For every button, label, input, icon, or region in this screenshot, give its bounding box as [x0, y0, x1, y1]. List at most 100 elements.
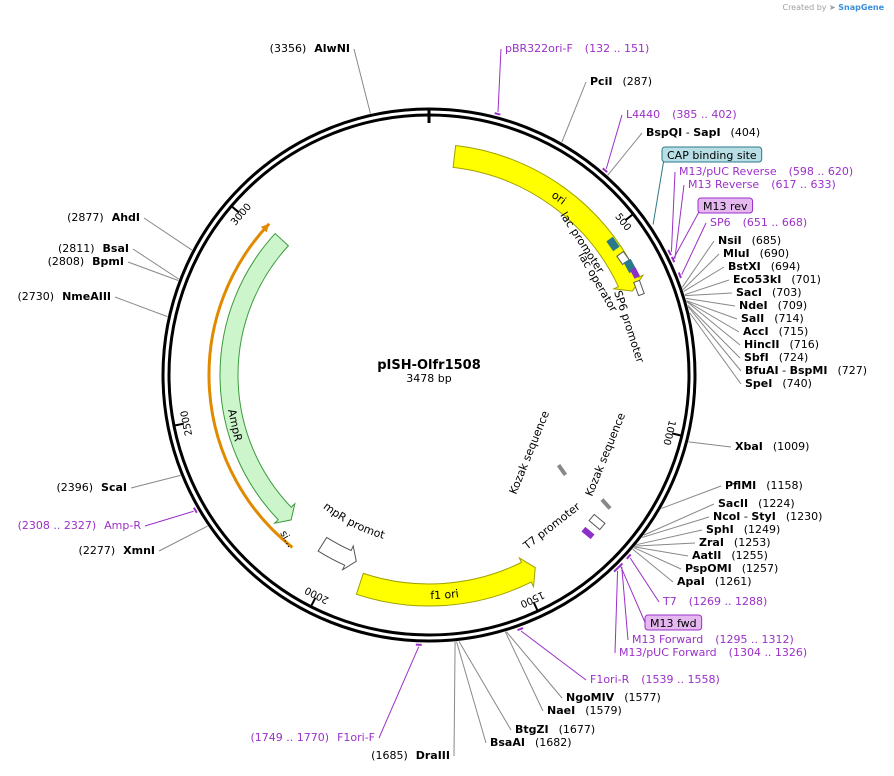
tick-label: 2500: [179, 409, 195, 436]
site-leader: [682, 253, 720, 290]
box-label: M13 rev: [703, 200, 748, 213]
site-position: (1224): [758, 497, 795, 510]
site-label: HincII(716): [744, 338, 819, 351]
primer-name: M13 Forward: [632, 633, 703, 646]
primer-label: M13 Reverse(617 .. 633): [688, 178, 836, 191]
site-leader: [353, 48, 371, 114]
primer-label: F1ori-R (1539 .. 1558): [590, 673, 720, 686]
site-name: SacI: [736, 286, 762, 299]
site-name: NdeI: [739, 299, 768, 312]
site-position: (2730): [18, 290, 55, 303]
site-label: PciI(287): [590, 75, 652, 88]
site-label: (3356) AlwNI: [270, 42, 350, 55]
primer-leader: [629, 557, 660, 603]
primer-range: (1539 .. 1558): [641, 673, 720, 686]
primer-bracket: [677, 272, 682, 279]
site-name: AlwNI: [314, 42, 350, 55]
kozak-glyph-1: [556, 463, 568, 477]
site-name: NgoMIV: [566, 691, 615, 704]
site-leader: [641, 516, 710, 538]
site-leader: [127, 261, 179, 281]
f1-ori-label: f1 ori: [430, 587, 459, 602]
orf-arc: [207, 222, 294, 549]
site-name: PspOMI: [685, 562, 732, 575]
primer-range: (1295 .. 1312): [715, 633, 794, 646]
ampr-promoter-label-text: AmpR promoter: [0, 0, 387, 542]
primer-leader: [614, 571, 619, 654]
tick-label: 1000: [660, 419, 677, 446]
site-name: BtgZI: [515, 723, 549, 736]
primer-leader: [520, 630, 587, 681]
site-label: SacI (703): [736, 286, 802, 299]
site-leader: [607, 132, 643, 176]
site-position: (2808): [48, 255, 85, 268]
t7-promoter-label: T7 promoter: [520, 500, 583, 553]
site-label: NcoI - StyI(1230): [713, 510, 822, 523]
site-position: (1261): [715, 575, 752, 588]
primer-range: (1749 .. 1770): [251, 731, 330, 744]
site-position: (2811): [58, 242, 95, 255]
site-position: (3356): [270, 42, 307, 55]
site-name: BspQI: [646, 126, 682, 139]
orf-arrowhead: [260, 223, 270, 233]
primer-bracket: [193, 507, 198, 514]
site-label: (2808)BpmI: [48, 255, 124, 268]
site-label: PspOMI(1257): [685, 562, 778, 575]
site-position: (715): [779, 325, 809, 338]
site-name: SbfI: [744, 351, 769, 364]
site-position: (1158): [766, 479, 803, 492]
credit-label: Created by ➤ SnapGene: [782, 3, 884, 12]
primer-label: M13/pUC Forward(1304 .. 1326): [619, 646, 807, 659]
site-position: (1685): [371, 749, 408, 762]
tick-mark: [532, 601, 539, 612]
primer-range: (651 .. 668): [743, 216, 808, 229]
site-leader: [453, 641, 456, 757]
site-label: NsiI(685): [718, 234, 781, 247]
site-leader: [158, 525, 208, 552]
f1-ori-feature: [355, 556, 536, 607]
t7-promoter-glyph: [588, 513, 606, 531]
site-position: (2277): [79, 544, 116, 557]
site-position: (709): [778, 299, 808, 312]
site-position: (1230): [786, 510, 823, 523]
site-leader: [632, 548, 674, 583]
site-name: NmeAIII: [62, 290, 111, 303]
plasmid-name: pISH-Olfr1508: [377, 358, 481, 373]
site-leader: [636, 529, 703, 546]
site-label: SalI(714): [741, 312, 804, 325]
site-label: SbfI(724): [744, 351, 808, 364]
primer-range: (2308 .. 2327): [18, 519, 97, 532]
site-label: NaeI(1579): [547, 704, 622, 717]
site-name: HincII: [744, 338, 780, 351]
primer-bracket: [602, 167, 608, 173]
site-label: NdeI (709): [739, 299, 807, 312]
primer-name: F1ori-F: [337, 731, 375, 744]
primer-leader: [605, 114, 623, 169]
site-label: (2877)AhdI: [67, 211, 140, 224]
site-name: BfuAI: [745, 364, 779, 377]
site-position: (1682): [535, 736, 572, 749]
primer-label: (2308 .. 2327)Amp-R: [18, 519, 142, 532]
primer-name: F1ori-R: [590, 673, 630, 686]
site-separator: -: [779, 364, 790, 377]
site-name: SphI: [706, 523, 734, 536]
site-leader: [458, 641, 512, 731]
site-leader: [505, 631, 563, 699]
primer-glyph-2: [581, 526, 595, 540]
site-position: (1249): [744, 523, 781, 536]
site-name: PflMI: [725, 479, 756, 492]
primer-leader: [674, 184, 685, 259]
site-label: (1685)DraIII: [371, 749, 450, 762]
site-leader: [685, 297, 736, 307]
site-position: (287): [622, 75, 652, 88]
site-leader: [635, 542, 696, 547]
site-separator: -: [740, 510, 751, 523]
site-position: (703): [772, 286, 802, 299]
site-name: ApaI: [677, 575, 705, 588]
site-label: AatII(1255): [692, 549, 768, 562]
site-position: (404): [731, 126, 761, 139]
site-position: (740): [782, 377, 812, 390]
site-leader: [561, 81, 587, 143]
site-leader: [686, 300, 740, 333]
site-name-2: BspMI: [790, 364, 828, 377]
